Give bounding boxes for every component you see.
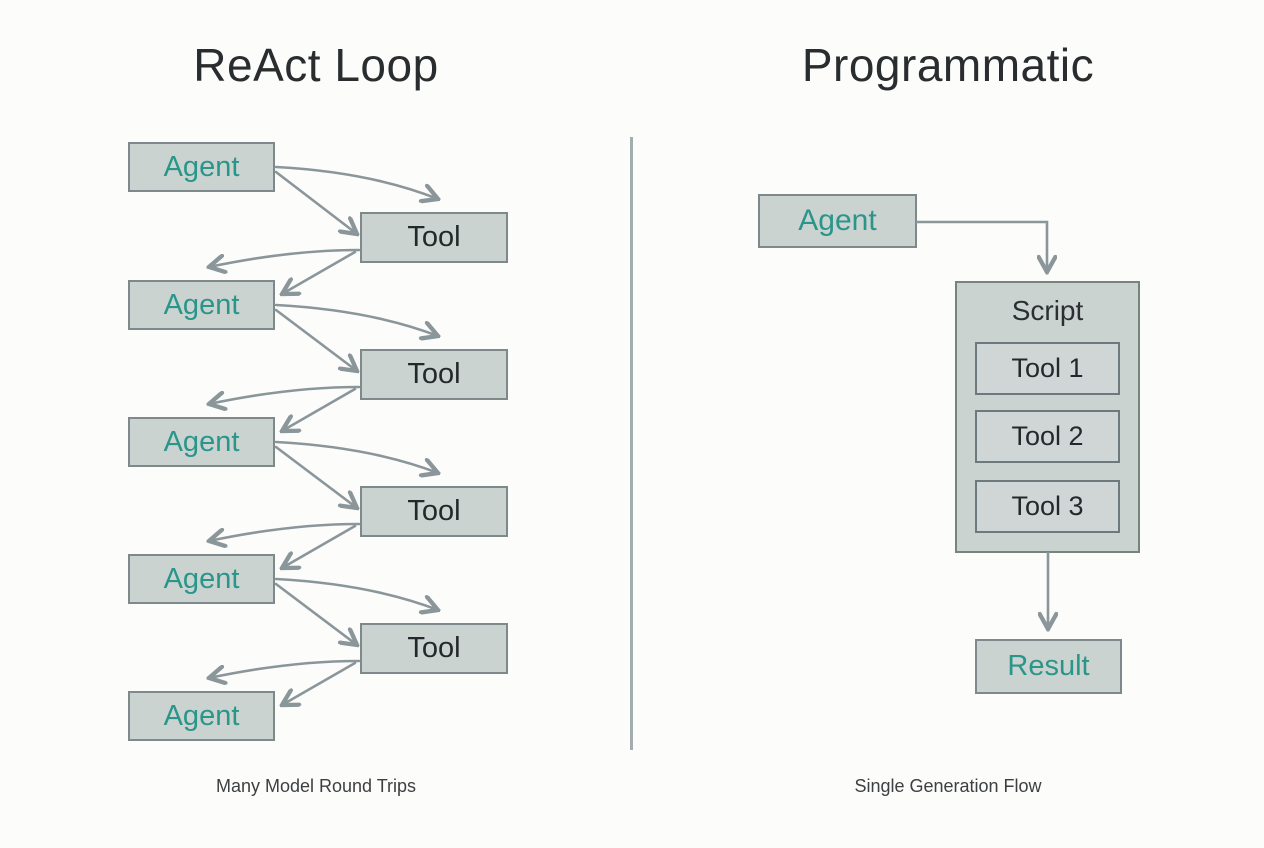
- arrow-agent3-out-upper: [274, 440, 438, 473]
- arrow-tool1-to-agent2: [282, 250, 357, 294]
- script-container-box: Script Tool 1 Tool 2 Tool 3: [955, 281, 1140, 553]
- react-tool-box-3: Tool: [360, 486, 508, 537]
- react-agent-box-2: Agent: [128, 280, 275, 330]
- script-tool-2: Tool 2: [975, 410, 1120, 463]
- react-agent-box-3: Agent: [128, 417, 275, 467]
- arrow-agent1-out-upper: [274, 165, 438, 199]
- react-agent-box-4: Agent: [128, 554, 275, 604]
- react-agent-box-5: Agent: [128, 691, 275, 741]
- arrow-agent4-out-upper: [274, 577, 438, 610]
- right-panel-caption: Single Generation Flow: [854, 776, 1042, 796]
- panel-divider: [630, 137, 633, 750]
- script-tool-3: Tool 3: [975, 480, 1120, 533]
- arrow-tool4-to-agent5: [282, 661, 357, 705]
- result-box: Result: [975, 639, 1122, 694]
- arrow-agent1-to-tool1: [274, 170, 357, 234]
- arrow-tool2-back-upper: [209, 385, 361, 404]
- right-panel-title: Programmatic: [801, 39, 1095, 91]
- arrow-agent2-to-tool2: [274, 308, 357, 371]
- arrow-tool3-to-agent4: [282, 524, 357, 568]
- left-panel-title: ReAct Loop: [193, 39, 439, 91]
- arrow-tool1-back-upper: [209, 248, 361, 267]
- arrow-tool2-to-agent3: [282, 387, 357, 431]
- react-tool-box-2: Tool: [360, 349, 508, 400]
- arrow-agent-to-script: [915, 220, 1047, 272]
- react-tool-box-1: Tool: [360, 212, 508, 263]
- script-label: Script: [1011, 295, 1084, 326]
- left-panel-caption: Many Model Round Trips: [215, 776, 417, 796]
- script-tool-1: Tool 1: [975, 342, 1120, 395]
- arrow-agent2-out-upper: [274, 303, 438, 336]
- arrow-tool4-back-upper: [209, 659, 361, 678]
- arrow-tool3-back-upper: [209, 522, 361, 541]
- arrow-agent4-to-tool4: [274, 582, 357, 645]
- programmatic-agent-box: Agent: [758, 194, 917, 248]
- arrow-agent3-to-tool3: [274, 445, 357, 508]
- react-agent-box-1: Agent: [128, 142, 275, 192]
- react-tool-box-4: Tool: [360, 623, 508, 674]
